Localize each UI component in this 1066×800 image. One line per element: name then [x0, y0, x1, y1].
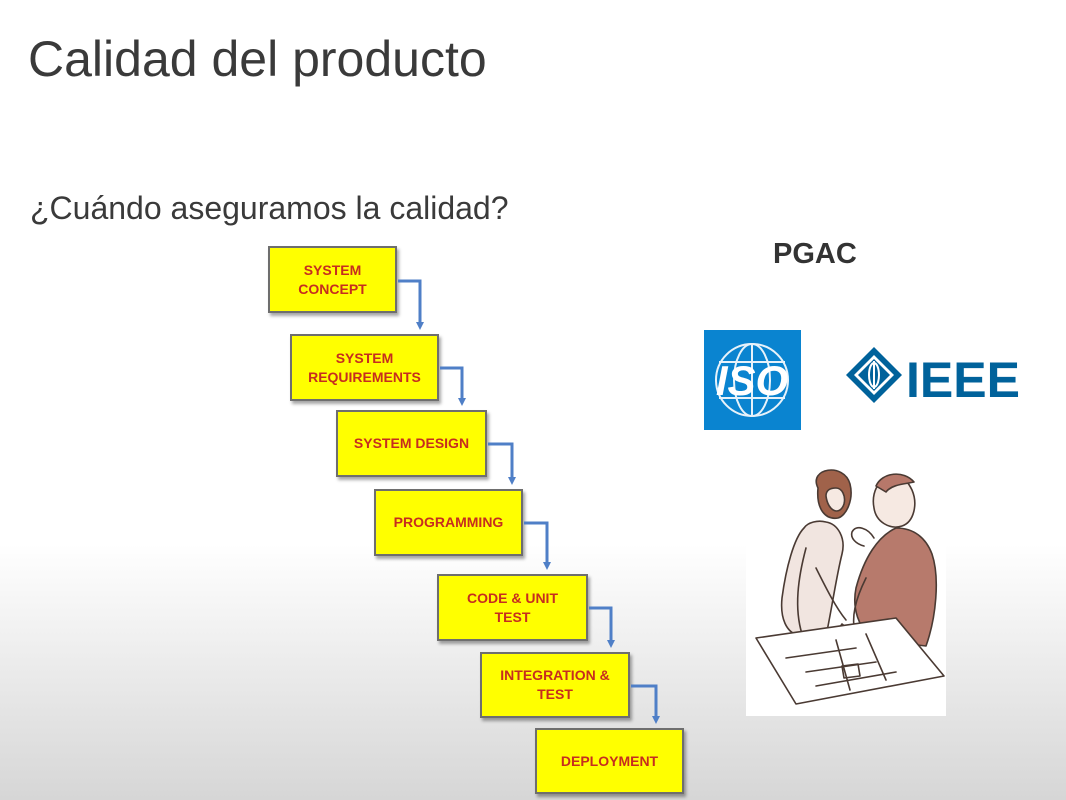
arrow-1 [398, 279, 424, 330]
step-programming: PROGRAMMING [374, 489, 523, 556]
two-people-planning-illustration [746, 458, 946, 716]
step-system-design: SYSTEM DESIGN [336, 410, 487, 477]
step-system-concept: SYSTEM CONCEPT [268, 246, 397, 313]
arrow-4 [524, 521, 551, 570]
slide-title: Calidad del producto [28, 31, 487, 87]
ieee-logo: IEEE [844, 345, 1044, 408]
iso-logo-text: ISO [716, 357, 788, 404]
step-code-unit-test: CODE & UNIT TEST [437, 574, 588, 641]
arrow-3 [488, 442, 516, 485]
pgac-label: PGAC [773, 238, 857, 270]
ieee-logo-text: IEEE [906, 352, 1020, 405]
step-integration-test: INTEGRATION & TEST [480, 652, 630, 718]
slide-subtitle: ¿Cuándo aseguramos la calidad? [30, 190, 509, 226]
step-system-requirements: SYSTEM REQUIREMENTS [290, 334, 439, 401]
arrow-2 [440, 366, 466, 406]
iso-logo: ISO [704, 330, 801, 430]
arrow-6 [631, 684, 660, 724]
arrow-5 [589, 606, 615, 648]
step-deployment: DEPLOYMENT [535, 728, 684, 794]
